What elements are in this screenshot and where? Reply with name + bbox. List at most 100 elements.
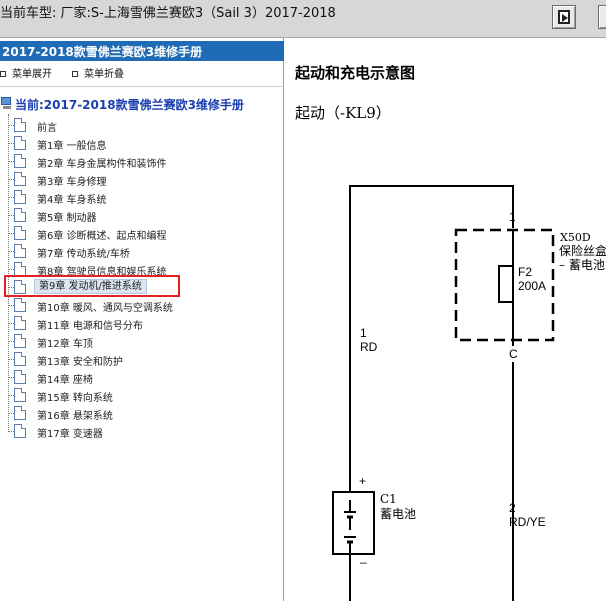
document-icon [14,298,26,312]
pin-top-label: 1 [509,210,516,224]
divider [0,86,284,87]
tree-connector [8,215,14,216]
battery-symbol [332,491,375,555]
tree-item[interactable]: 第15章 转向系统 [0,386,270,404]
tree-item[interactable]: 第8章 驾驶员信息和娱乐系统 [0,260,270,278]
page-title: 起动和充电示意图 [295,64,416,82]
document-icon [14,316,26,330]
tree-item[interactable]: 前言 [0,116,270,134]
tree-item-label: 第5章 制动器 [37,213,97,224]
tree-item[interactable]: 第16章 悬架系统 [0,404,270,422]
document-icon [14,208,26,222]
document-icon [14,352,26,366]
exit-button[interactable] [552,5,576,29]
tree-item-label: 第8章 驾驶员信息和娱乐系统 [37,267,167,278]
tree-connector [8,287,14,288]
tree-item[interactable]: 第12章 车顶 [0,332,270,350]
tree-item[interactable]: 第2章 车身金属构件和装饰件 [0,152,270,170]
fuse-symbol [498,265,514,303]
tree-item-label: 第9章 发动机/推进系统 [34,279,147,294]
collapse-menu-button[interactable]: 菜单折叠 [72,65,124,81]
tree-item[interactable]: 第14章 座椅 [0,368,270,386]
section-subtitle: 起动（-KL9） [295,104,391,122]
tree-item-label: 第6章 诊断概述、起点和编程 [37,231,167,242]
tree-item-label: 第16章 悬架系统 [37,411,113,422]
collapse-menu-label: 菜单折叠 [84,69,124,80]
document-icon [14,154,26,168]
tree-item[interactable]: 第7章 传动系统/车桥 [0,242,270,260]
tree-item-label: 第10章 暖风、通风与空调系统 [37,303,173,314]
content-panel: 起动和充电示意图 起动（-KL9） 1 X50D 保险丝盒 – 蓄电池 F2 2… [288,38,606,601]
tree-item[interactable]: 第11章 电源和信号分布 [0,314,270,332]
tree-connector [8,323,14,324]
document-icon [14,226,26,240]
tree-item[interactable]: 第6章 诊断概述、起点和编程 [0,224,270,242]
connector-c-label: C [509,347,518,361]
document-icon [14,118,26,132]
fuse-rating: 200A [518,279,546,293]
tree-connector [8,413,14,414]
tree-item[interactable]: 第10章 暖风、通风与空调系统 [0,296,270,314]
tree-connector [8,197,14,198]
wiring-diagram: 1 X50D 保险丝盒 – 蓄电池 F2 200A C 1 RD + – C1 … [332,185,606,601]
document-icon [14,334,26,348]
document-icon [14,244,26,258]
document-icon [14,172,26,186]
tree-item-label: 第3章 车身修理 [37,177,107,188]
toolbar-button-2[interactable] [598,5,606,29]
tree-connector [8,359,14,360]
document-icon [14,136,26,150]
arrow-right-icon [562,14,568,22]
current-vehicle-title: 当前车型: 厂家:S-上海雪佛兰赛欧3（Sail 3）2017-2018 [0,6,336,21]
tree-connector [8,305,14,306]
tree-connector [8,143,14,144]
tree-item-label: 第7章 传动系统/车桥 [37,249,130,260]
fuse-box-outline [454,228,555,342]
battery-id: C1 [380,492,397,506]
tree-connector [8,233,14,234]
tree-item[interactable]: 第17章 变速器 [0,422,270,440]
tree-connector [8,377,14,378]
tree-item-label: 第12章 车顶 [37,339,93,350]
document-icon [14,262,26,276]
tree-item-label: 第11章 电源和信号分布 [37,321,143,332]
wire1-color: RD [360,340,378,354]
wire2-number: 2 [509,501,516,515]
wire-top [349,185,514,601]
expand-icon [0,71,6,77]
collapse-icon [72,71,78,77]
tree-connector [8,341,14,342]
fuse-box-name: 保险丝盒 [559,243,606,258]
tree-item[interactable]: 第13章 安全和防护 [0,350,270,368]
tree-item-label: 第4章 车身系统 [37,195,107,206]
tree-item-label: 第13章 安全和防护 [37,357,123,368]
tree-item[interactable]: 第3章 车身修理 [0,170,270,188]
fuse-box-id: X50D [560,231,591,244]
manual-tree-panel: 2017-2018款雪佛兰赛欧3维修手册 菜单展开 菜单折叠 当前:2017-2… [0,38,284,601]
tree-item-label: 第17章 变速器 [37,429,103,440]
tree-item[interactable]: 第1章 一般信息 [0,134,270,152]
tree-item-label: 第15章 转向系统 [37,393,113,404]
computer-icon [0,96,14,110]
document-icon [14,388,26,402]
tree-item[interactable]: 第5章 制动器 [0,206,270,224]
tree-item-label: 前言 [37,123,57,134]
tree-item-label: 第1章 一般信息 [37,141,107,152]
tree-item[interactable]: 第4章 车身系统 [0,188,270,206]
tree-root-label: 当前:2017-2018款雪佛兰赛欧3维修手册 [15,98,244,112]
tree-connector [8,251,14,252]
tree-connector [8,395,14,396]
fuse-id: F2 [518,265,532,279]
tree-guide-line [8,114,9,432]
expand-menu-button[interactable]: 菜单展开 [0,65,52,81]
top-bar: 当前车型: 厂家:S-上海雪佛兰赛欧3（Sail 3）2017-2018 [0,0,606,38]
document-icon [14,370,26,384]
manual-header: 2017-2018款雪佛兰赛欧3维修手册 [0,41,284,61]
tree-item[interactable]: 第9章 发动机/推进系统 [0,278,270,296]
document-icon [14,406,26,420]
tree-item-label: 第14章 座椅 [37,375,93,386]
selection-highlight-box [4,275,180,297]
expand-menu-label: 菜单展开 [12,69,52,80]
tree-connector [8,431,14,432]
wire1-number: 1 [360,326,367,340]
